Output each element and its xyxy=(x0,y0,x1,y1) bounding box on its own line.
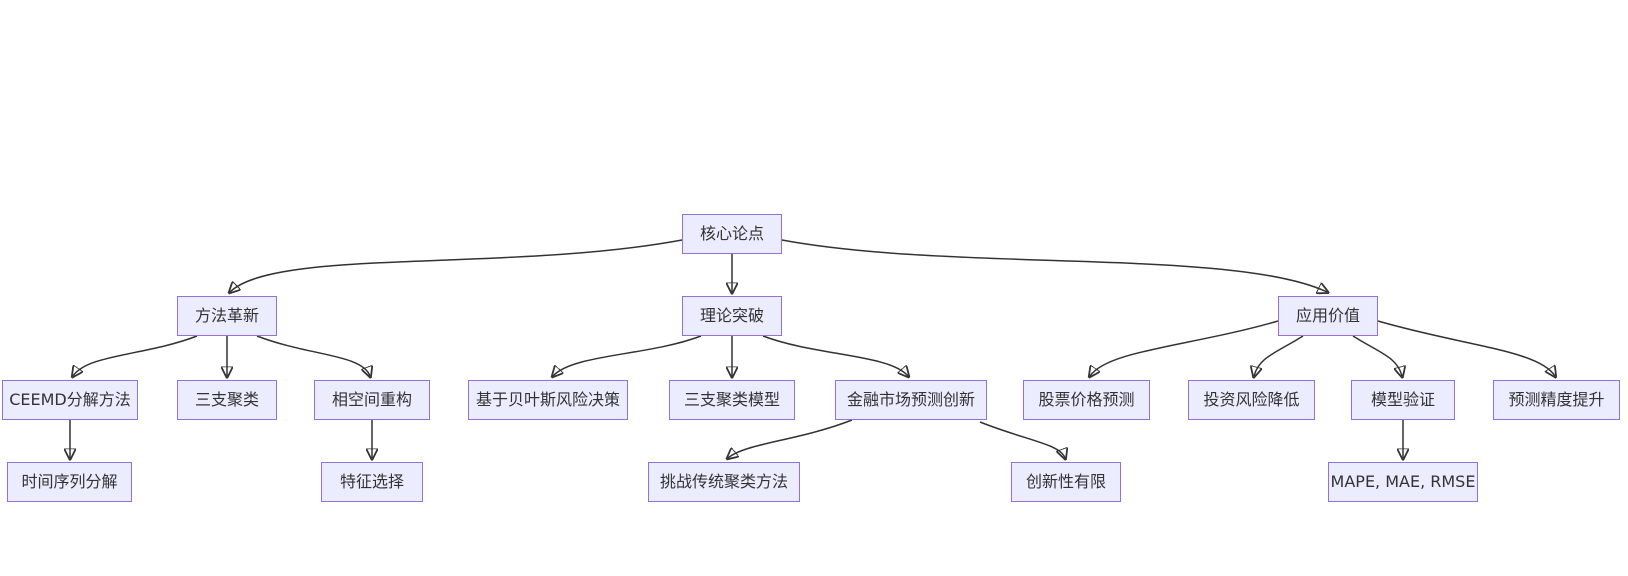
edge-application-to-risk xyxy=(1254,335,1304,376)
node-time-series-decomposition: 时间序列分解 xyxy=(7,462,132,502)
edge-method-to-ceemd xyxy=(73,335,198,376)
node-core-thesis: 核心论点 xyxy=(682,214,782,254)
node-ceemd-decomposition: CEEMD分解方法 xyxy=(2,380,138,420)
node-feature-selection: 特征选择 xyxy=(321,462,423,502)
node-bayesian-risk-decision: 基于贝叶斯风险决策 xyxy=(468,380,628,420)
edge-application-to-stock xyxy=(1090,320,1279,376)
edge-theory-to-market-innovation xyxy=(762,335,908,376)
node-phase-space-reconstruction: 相空间重构 xyxy=(314,380,430,420)
node-theory-breakthrough: 理论突破 xyxy=(682,296,782,336)
edge-market-to-limited xyxy=(979,421,1065,458)
node-method-innovation: 方法革新 xyxy=(177,296,277,336)
node-limited-innovation: 创新性有限 xyxy=(1011,462,1121,502)
node-stock-price-prediction: 股票价格预测 xyxy=(1023,380,1150,420)
node-model-validation: 模型验证 xyxy=(1351,380,1455,420)
node-financial-market-innovation: 金融市场预测创新 xyxy=(835,380,987,420)
node-three-way-clustering-model: 三支聚类模型 xyxy=(669,380,795,420)
edge-method-to-phase-space xyxy=(256,335,370,376)
edge-application-to-validation xyxy=(1352,335,1402,376)
node-investment-risk-reduction: 投资风险降低 xyxy=(1188,380,1315,420)
node-prediction-accuracy-improvement: 预测精度提升 xyxy=(1493,380,1620,420)
edge-application-to-accuracy xyxy=(1377,320,1555,376)
edge-market-to-challenge xyxy=(728,419,853,458)
edge-core-to-application-value xyxy=(781,239,1327,292)
node-application-value: 应用价值 xyxy=(1278,296,1378,336)
edge-theory-to-bayesian xyxy=(553,335,702,376)
node-three-way-clustering: 三支聚类 xyxy=(177,380,277,420)
edge-core-to-method-innovation xyxy=(230,239,683,292)
node-evaluation-metrics: MAPE, MAE, RMSE xyxy=(1328,462,1478,502)
node-challenge-traditional-clustering: 挑战传统聚类方法 xyxy=(648,462,800,502)
